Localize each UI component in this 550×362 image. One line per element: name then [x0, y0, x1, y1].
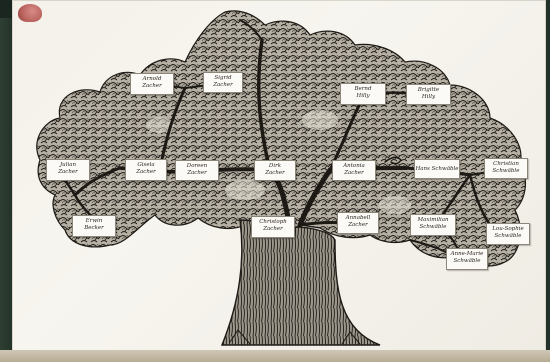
name-card-hans-schwaeble: Hans Schwäble [414, 159, 460, 179]
name-card-line: Zacher [136, 169, 156, 175]
name-card-anne-marie-schwaeble: Anne-Marie Schwäble [446, 248, 488, 270]
name-card-line: Dirk [268, 163, 282, 169]
name-card-julian-zacher: Julian Zacher [46, 159, 90, 181]
name-card-antonia-zacher: Antonia Zacher [332, 160, 376, 181]
name-card-line: Brigitte [417, 87, 440, 93]
name-card-line: Doreen [186, 163, 208, 169]
name-card-sigrid-zacher: Sigrid Zacher [203, 72, 243, 93]
name-card-line: Zacher [58, 169, 78, 175]
name-card-line: Zacher [187, 170, 207, 176]
name-card-line: Zacher [265, 170, 285, 176]
chalkboard-edge-right [546, 0, 550, 350]
name-card-annabell-zacher: Annabell Zacher [337, 212, 379, 234]
floor-ledge [0, 350, 550, 362]
name-card-line: Schwäble [453, 258, 481, 264]
name-card-dirk-zacher: Dirk Zacher [254, 160, 296, 181]
name-card-line: Zacher [142, 83, 162, 89]
name-card-line: Gisela [137, 162, 155, 168]
name-card-line: Bernd [354, 86, 372, 92]
name-card-line: Lou-Sophie [492, 226, 524, 232]
name-card-line: Zacher [344, 170, 364, 176]
name-card-line: Julian [59, 162, 77, 168]
name-card-line: Hilly [421, 94, 436, 100]
name-card-brigitte-hilly: Brigitte Hilly [406, 84, 451, 105]
name-card-lou-sophie-schwaeble: Lou-Sophie Schwäble [486, 223, 530, 245]
name-card-line: Annabell [345, 215, 371, 221]
name-card-line: Hans Schwäble [415, 166, 459, 172]
name-card-line: Sigrid [214, 75, 232, 81]
name-card-line: Erwin [85, 218, 103, 224]
name-card-bernd-hilly: Bernd Hilly [340, 83, 386, 105]
name-card-line: Christian [493, 161, 519, 167]
name-card-line: Zacher [348, 222, 368, 228]
name-card-christian-schwaeble: Christian Schwäble [484, 158, 528, 179]
name-card-line: Zacher [263, 226, 283, 232]
name-card-gisela-zacher: Gisela Zacher [125, 159, 167, 181]
name-card-christoph-zacher: Christoph Zacher [251, 216, 295, 238]
name-card-line: Maximilian [417, 217, 449, 223]
name-card-line: Arnold [142, 76, 162, 82]
chalkboard-edge [0, 18, 12, 350]
tree-trunk [220, 219, 381, 346]
name-card-line: Christoph [259, 219, 287, 225]
name-card-maximilian-schwaeble: Maximilian Schwäble [410, 214, 456, 236]
name-card-line: Hilly [356, 93, 370, 99]
name-card-line: Becker [84, 225, 104, 231]
name-card-erwin-becker: Erwin Becker [72, 215, 116, 237]
finger-holding-poster [18, 4, 42, 22]
name-card-line: Schwäble [419, 224, 447, 230]
name-card-line: Zacher [213, 82, 233, 88]
name-card-doreen-zacher: Doreen Zacher [175, 160, 219, 181]
name-card-line: Antonia [343, 163, 365, 169]
name-card-arnold-zacher: Arnold Zacher [130, 73, 174, 95]
name-card-line: Anne-Marie [450, 251, 484, 257]
name-card-line: Schwäble [494, 233, 522, 239]
name-card-line: Schwäble [492, 168, 520, 174]
